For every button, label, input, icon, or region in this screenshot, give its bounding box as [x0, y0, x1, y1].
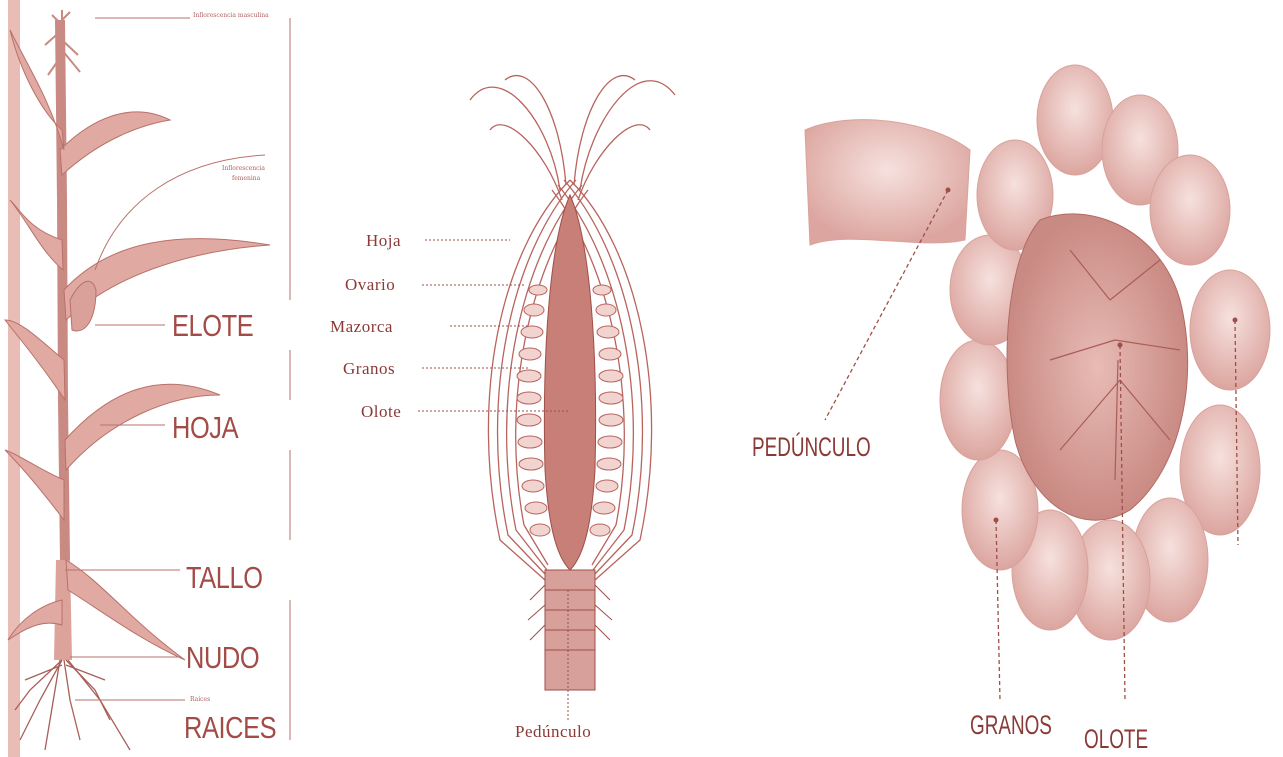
hoja-label: HOJA: [172, 410, 238, 446]
ear-photo-illustration: [720, 0, 1283, 757]
female-inflorescence-label: Inflorescencia: [222, 165, 265, 172]
pedunculo-label: PEDÚNCULO: [752, 432, 871, 463]
male-inflorescence-label: Inflorescencia masculina: [193, 12, 269, 19]
female-inflorescence-label-line2: femenina: [232, 175, 260, 182]
tallo-label: TALLO: [186, 560, 263, 596]
ear-cross-section-diagram: Hoja Ovario Mazorca Granos Olote Pedúncu…: [300, 0, 720, 757]
elote-label: ELOTE: [172, 308, 253, 344]
raices-label: RAICES: [184, 710, 276, 746]
ovario-label: Ovario: [345, 275, 395, 295]
granos-label: Granos: [343, 359, 395, 379]
olote-label: OLOTE: [1084, 724, 1148, 755]
hoja-label: Hoja: [366, 231, 401, 251]
mazorca-label: Mazorca: [330, 317, 393, 337]
peduncle-label: Pedúnculo: [515, 722, 591, 742]
nudo-label: NUDO: [186, 640, 259, 676]
raices-small-label: Raíces: [190, 696, 210, 703]
corn-plant-diagram: Inflorescencia masculina Inflorescencia …: [0, 0, 300, 757]
ear-photo-section: PEDÚNCULO GRANOS OLOTE: [720, 0, 1283, 757]
granos-label: GRANOS: [970, 710, 1052, 741]
olote-label: Olote: [361, 402, 401, 422]
